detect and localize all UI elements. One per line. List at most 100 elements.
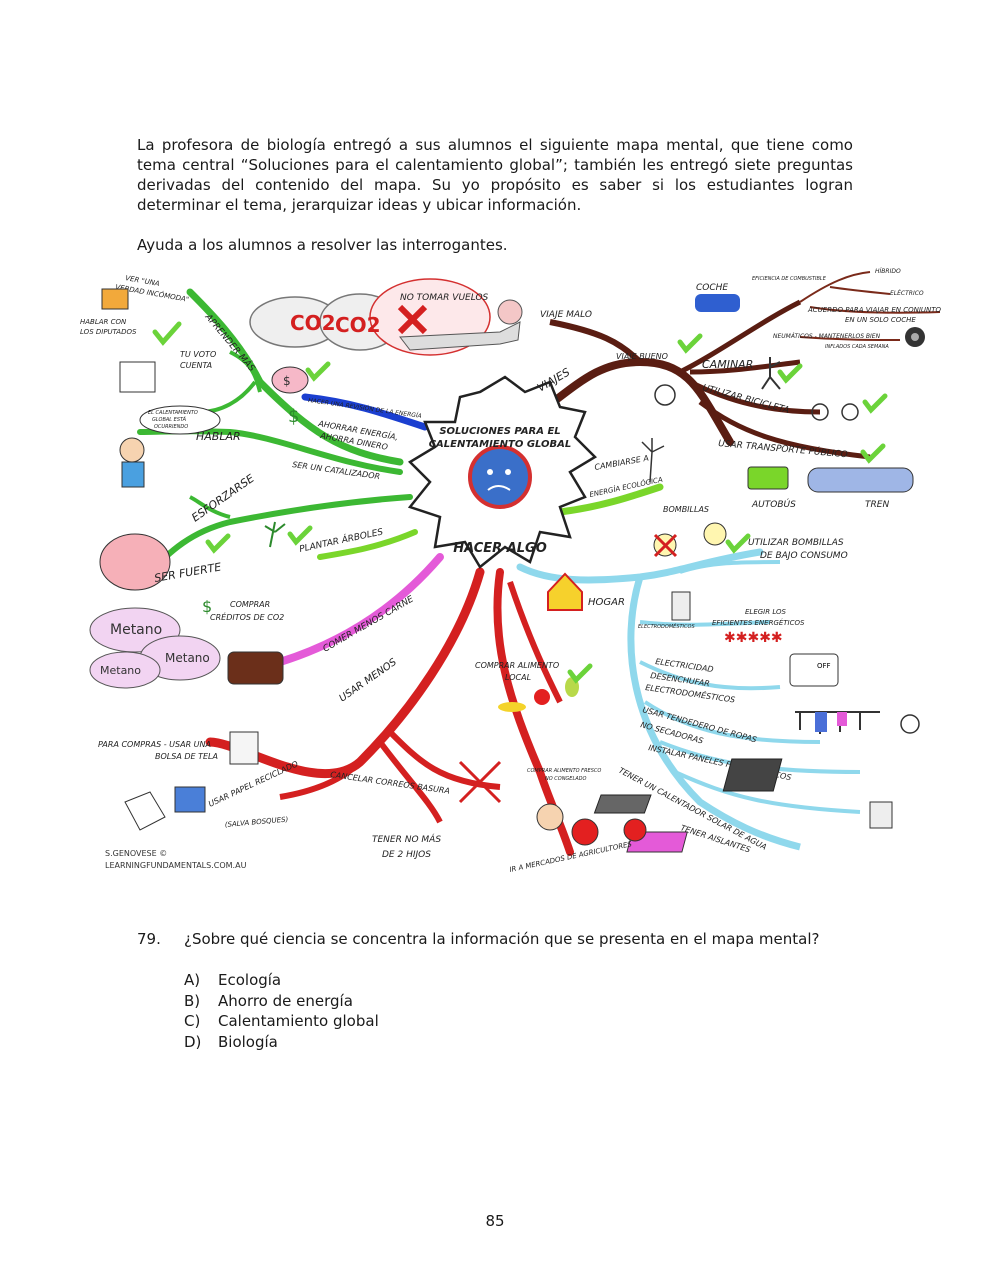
fridge-icon <box>671 591 691 621</box>
question-text: ¿Sobre qué ciencia se concentra la infor… <box>184 930 820 948</box>
green-branch <box>186 288 404 466</box>
kids-label-1: TENER NO MÁS <box>372 833 441 845</box>
hybrid-label: HÍBRIDO <box>875 268 901 275</box>
solar-panel-icon <box>722 758 783 792</box>
cyan-branch <box>516 548 764 584</box>
bag-label-1: PARA COMPRAS - USAR UNA <box>98 740 211 749</box>
speech-label-3: OCURRIENDO <box>154 424 188 430</box>
junk-mail-label: CANCELAR CORREOS BASURA <box>330 770 451 796</box>
piggy-bank-icon <box>271 366 309 394</box>
center-title-1: SOLUCIONES PARA EL <box>439 426 560 437</box>
brown-branch <box>536 357 734 446</box>
option-c[interactable]: C) Calentamiento global <box>184 1011 379 1032</box>
local-food-label-1: COMPRAR ALIMENTO <box>475 661 559 670</box>
green-energy-label-1: CAMBIARSE A <box>594 454 650 472</box>
option-text: Biología <box>218 1032 278 1051</box>
map-label: Metano <box>165 651 210 665</box>
off-label: OFF <box>817 662 831 670</box>
credit-label-1: S.GENOVESE © <box>105 849 167 858</box>
recycled-label-1: USAR PAPEL RECICLADO <box>207 759 299 809</box>
check-icon <box>152 321 182 346</box>
credit-label-2: LEARNINGFUNDAMENTALS.COM.AU <box>105 861 247 870</box>
methane-label: Metano <box>110 622 162 638</box>
no-flights-label: NO TOMAR VUELOS <box>400 293 489 303</box>
intro-paragraph-1: La profesora de biología entregó a sus a… <box>137 136 853 214</box>
credits-label-2: CRÉDITOS DE CO2 <box>210 611 284 622</box>
low-bulbs-label-1: UTILIZAR BOMBILLAS <box>748 538 844 548</box>
option-letter: A) <box>184 971 201 989</box>
efficient-label-2: EFICIENTES ENERGÉTICOS <box>712 618 805 627</box>
walk-label: CAMINAR <box>702 358 753 371</box>
carpool-label-2: EN UN SOLO COCHE <box>845 316 916 324</box>
vote-label-1: TU VOTO <box>180 350 216 359</box>
speech-label-1: EL CALENTAMIENTO <box>148 410 198 416</box>
svg-text:$: $ <box>202 597 212 616</box>
svg-text:$: $ <box>283 374 291 388</box>
tires-label-2: INFLADOS CADA SEMANA <box>825 344 889 350</box>
recycled-label-2: (SALVA BOSQUES) <box>224 815 288 829</box>
wind-turbine-icon <box>641 438 665 483</box>
blue-branch <box>301 393 429 431</box>
farmer-icon <box>536 803 564 831</box>
answer-options: A) Ecología B)Ahorro de energía C) Calenta… <box>184 970 379 1052</box>
tires-label: NEUMÁTICOS - MANTENERLOS BIEN <box>773 333 881 340</box>
talk-deputies-label-2: LOS DIPUTADOS <box>80 328 137 336</box>
bulbs-label: BOMBILLAS <box>663 505 709 514</box>
center-title-2: CALENTAMIENTO GLOBAL <box>429 439 572 450</box>
intro-paragraph-2: Ayuda a los alumnos a resolver las inter… <box>137 236 508 254</box>
lime-branch <box>556 483 664 516</box>
bag-icon <box>229 731 259 765</box>
car-icon <box>695 294 740 312</box>
low-bulbs-label-2: DE BAJO CONSUMO <box>760 551 848 561</box>
talk-label: HABLAR <box>196 430 241 443</box>
co2-label-b: CO2 <box>335 313 381 337</box>
co2-label-a: CO2 <box>290 311 336 335</box>
map-label: Metano <box>100 664 141 677</box>
option-a[interactable]: A) Ecología <box>184 970 379 991</box>
efficient-label-1: ELEGIR LOS <box>745 608 787 616</box>
sun-icon <box>900 714 920 734</box>
vote-label-2: CUENTA <box>180 361 212 370</box>
fresh-food-label-1: COMPRAR ALIMENTO FRESCO <box>527 768 601 774</box>
paper-icon <box>124 791 166 831</box>
carpool-label-1: ACUERDO PARA VIAJAR EN CONJUNTO <box>807 306 942 314</box>
option-letter: C) <box>184 1012 201 1030</box>
airplane-icon <box>399 321 521 351</box>
appliances-label: ELECTRODOMÉSTICOS <box>638 622 695 630</box>
house-icon <box>547 572 583 611</box>
tv-icon <box>101 288 129 310</box>
good-trip-label: VIAJE BUENO <box>616 352 668 361</box>
local-food-label-2: LOCAL <box>505 673 531 682</box>
talk-deputies-label-1: HABLAR CON <box>80 318 127 326</box>
earth-icon <box>468 445 532 509</box>
use-less-label: USAR MENOS <box>337 656 399 704</box>
home-label: HOGAR <box>588 597 625 608</box>
plug-icon <box>789 653 839 687</box>
option-text: Calentamiento global <box>218 1012 379 1030</box>
train-icon <box>807 467 914 493</box>
option-d[interactable]: D)Biología <box>184 1032 379 1053</box>
bus-icon <box>747 466 789 490</box>
bad-trip-label: VIAJE MALO <box>540 310 592 320</box>
center-action: HACER ALGO <box>453 541 547 556</box>
fresh-food-label-2: NO CONGELADO <box>545 776 587 782</box>
svg-text:✱✱✱✱✱: ✱✱✱✱✱ <box>724 630 783 646</box>
electric-label: ELÉCTRICO <box>890 289 924 297</box>
cow-icon <box>227 651 284 685</box>
ballot-box-icon <box>119 361 156 393</box>
fruit-icon <box>534 689 550 705</box>
magenta-branch <box>276 553 444 666</box>
walker-icon <box>761 357 781 390</box>
page-number: 85 <box>485 1212 505 1230</box>
car-label: COCHE <box>696 283 728 293</box>
train-label: TREN <box>865 500 889 510</box>
speech-label-2: GLOBAL ESTÁ <box>152 416 187 423</box>
mind-map: SOLUCIONES PARA EL CALENTAMIENTO GLOBAL … <box>80 262 950 882</box>
fuel-label: EFICIENCIA DE COMBUSTIBLE <box>752 276 827 282</box>
option-text: Ecología <box>218 971 282 989</box>
kids-label-2: DE 2 HIJOS <box>382 850 431 860</box>
option-b[interactable]: B)Ahorro de energía <box>184 991 379 1012</box>
bus-label: AUTOBÚS <box>751 498 796 510</box>
less-meat-label: COMER MENOS CARNE <box>322 594 416 654</box>
review-energy-label: HACER UNA REVISIÓN DE LA ENERGÍA <box>308 397 422 420</box>
